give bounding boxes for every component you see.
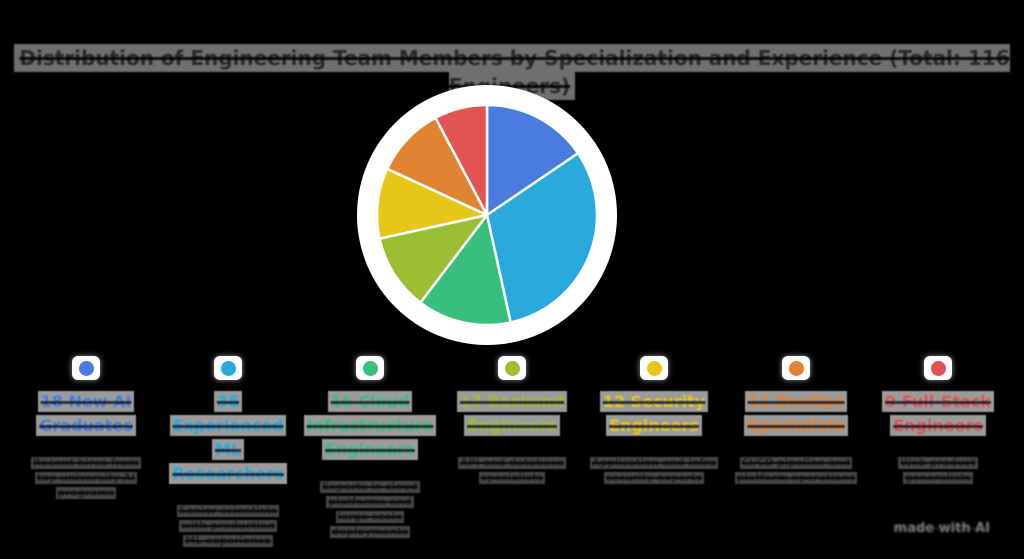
- legend-dot-icon: [78, 360, 94, 376]
- legend-label-text: 18 New AI Graduates: [36, 391, 136, 436]
- legend-dot-chip: [782, 356, 810, 380]
- legend-subtext: Web product generalists: [898, 456, 978, 486]
- pie-chart: [375, 103, 599, 327]
- legend-dot-icon: [646, 360, 662, 376]
- legend-subtext: Senior scientists with production ML exp…: [176, 504, 280, 549]
- legend-dot-chip: [924, 356, 952, 380]
- legend-dot-chip: [498, 356, 526, 380]
- legend-label-text: 12 DevOps Specialists: [744, 391, 848, 436]
- pie-slice: [485, 152, 599, 324]
- legend-label-text: 12 Security Engineers: [599, 391, 709, 436]
- legend-item-devops: 12 DevOps Specialists CI/CD pipeline and…: [730, 356, 862, 486]
- legend-label-text: 36 Experienced ML Researchers: [169, 391, 287, 484]
- legend-dot-icon: [930, 360, 946, 376]
- legend-item-new-ai-graduates: 18 New AI Graduates Recent hires from to…: [20, 356, 152, 501]
- legend-label: 16 Cloud Infrastructure Engineers: [303, 390, 437, 462]
- legend-subtext: API and database specialists: [458, 456, 566, 486]
- pie-slice: [375, 167, 489, 240]
- legend-item-full-stack: 9 Full-Stack Engineers Web product gener…: [872, 356, 1004, 486]
- legend-subtext-text: CI/CD pipeline and platform operations: [734, 457, 858, 484]
- legend-subtext-text: Senior scientists with production ML exp…: [176, 505, 280, 547]
- legend-label: 12 Security Engineers: [599, 390, 709, 438]
- legend-subtext: Experts in cloud platforms and large sca…: [320, 480, 420, 540]
- legend-label: 36 Experienced ML Researchers: [162, 390, 294, 486]
- legend-subtext-text: Application and infra security experts: [589, 457, 719, 484]
- legend: 18 New AI Graduates Recent hires from to…: [20, 356, 1004, 549]
- legend-subtext-text: Recent hires from top university AI prog…: [31, 457, 141, 499]
- pie-slice: [419, 213, 512, 327]
- legend-item-security: 12 Security Engineers Application and in…: [588, 356, 720, 486]
- legend-label-text: 13 Backend Engineers: [456, 391, 568, 436]
- legend-subtext-text: API and database specialists: [458, 457, 566, 484]
- legend-label: 18 New AI Graduates: [36, 390, 136, 438]
- legend-subtext-text: Web product generalists: [898, 457, 978, 484]
- legend-subtext: Application and infra security experts: [589, 456, 719, 486]
- legend-dot-chip: [356, 356, 384, 380]
- legend-dot-icon: [788, 360, 804, 376]
- legend-dot-chip: [72, 356, 100, 380]
- legend-item-backend: 13 Backend Engineers API and database sp…: [446, 356, 578, 486]
- legend-label: 12 DevOps Specialists: [744, 390, 848, 438]
- legend-subtext: Recent hires from top university AI prog…: [31, 456, 141, 501]
- legend-dot-chip: [640, 356, 668, 380]
- pie-slice: [378, 213, 489, 304]
- legend-subtext: CI/CD pipeline and platform operations: [734, 456, 858, 486]
- chart-title: Distribution of Engineering Team Members…: [0, 44, 1024, 100]
- legend-label: 9 Full-Stack Engineers: [882, 390, 994, 438]
- legend-label: 13 Backend Engineers: [456, 390, 568, 438]
- legend-item-ml-researchers: 36 Experienced ML Researchers Senior sci…: [162, 356, 294, 549]
- pie-slice: [485, 103, 580, 217]
- legend-dot-icon: [362, 360, 378, 376]
- pie-slice: [434, 103, 489, 217]
- pie-slice: [385, 116, 489, 217]
- legend-dot-icon: [220, 360, 236, 376]
- legend-subtext-text: Experts in cloud platforms and large sca…: [320, 481, 420, 538]
- legend-label-text: 9 Full-Stack Engineers: [882, 391, 994, 436]
- legend-dot-icon: [504, 360, 520, 376]
- legend-label-text: 16 Cloud Infrastructure Engineers: [303, 391, 437, 460]
- watermark: made with AI: [893, 521, 990, 536]
- legend-item-cloud-infrastructure: 16 Cloud Infrastructure Engineers Expert…: [303, 356, 437, 540]
- legend-dot-chip: [214, 356, 242, 380]
